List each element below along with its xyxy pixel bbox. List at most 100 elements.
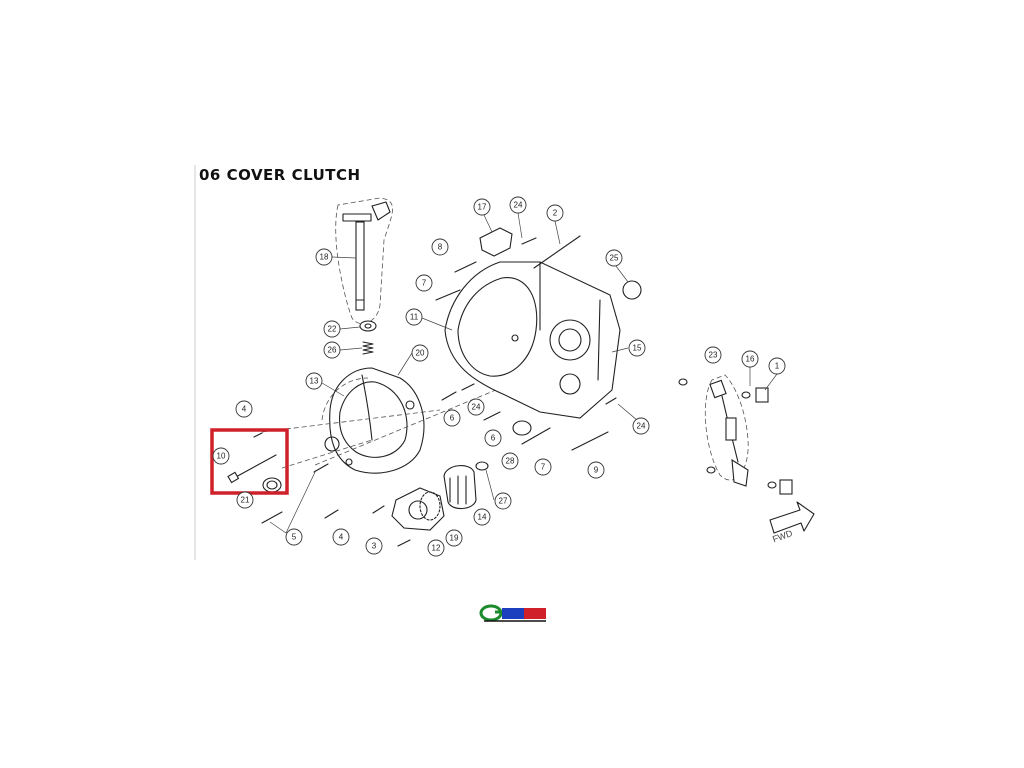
site-logo [479, 604, 546, 622]
callout-7: 7 [534, 458, 552, 476]
oil-filter-assembly [391, 461, 495, 531]
callout-circle [768, 357, 786, 375]
callout-27: 27 [494, 492, 512, 510]
callout-19: 19 [445, 529, 463, 547]
callout-number: 26 [328, 346, 337, 355]
alignment-lines [261, 379, 521, 469]
callout-23: 23 [704, 346, 722, 364]
callout-number: 9 [594, 466, 599, 475]
callout-circle [405, 308, 423, 326]
callout-number: 7 [422, 279, 427, 288]
callout-circle [509, 196, 527, 214]
callout-number: 12 [432, 544, 441, 553]
callout-26: 26 [323, 341, 341, 359]
callout-circle [628, 339, 646, 357]
oil-line-assembly [678, 366, 793, 495]
callout-7: 7 [415, 274, 433, 292]
callout-number: 4 [339, 533, 344, 542]
callout-2: 2 [546, 204, 564, 222]
callout-22: 22 [323, 320, 341, 338]
callout-number: 7 [541, 463, 546, 472]
callout-number: 6 [491, 434, 496, 443]
callout-12: 12 [427, 539, 445, 557]
callout-number: 8 [438, 243, 443, 252]
callout-circle [323, 320, 341, 338]
callout-18: 18 [315, 248, 333, 266]
callout-6: 6 [443, 409, 461, 427]
callout-5: 5 [285, 528, 303, 546]
outer-clutch-cover [324, 352, 425, 474]
callout-number: 24 [514, 201, 523, 210]
callout-number: 16 [746, 355, 755, 364]
callout-circle [445, 529, 463, 547]
callout-circle [704, 346, 722, 364]
washer-spring [339, 320, 377, 355]
callout-circle [501, 452, 519, 470]
callout-layer: 1234456677891011121314151617181920212223… [212, 196, 786, 557]
callout-15: 15 [628, 339, 646, 357]
callout-circle [365, 537, 383, 555]
callout-number: 6 [450, 414, 455, 423]
callout-10: 10 [212, 447, 230, 465]
callout-circle [212, 447, 230, 465]
callout-number: 21 [241, 496, 250, 505]
callout-circle [741, 350, 759, 368]
callout-4: 4 [235, 400, 253, 418]
callout-circle [427, 539, 445, 557]
callout-circle [473, 508, 491, 526]
callout-13: 13 [305, 372, 323, 390]
callout-circle [411, 344, 429, 362]
callout-3: 3 [365, 537, 383, 555]
callout-number: 2 [553, 209, 558, 218]
callout-circle [236, 491, 254, 509]
callout-number: 24 [637, 422, 646, 431]
callout-circle [494, 492, 512, 510]
callout-circle [467, 398, 485, 416]
callout-24: 24 [632, 417, 650, 435]
callout-circle [323, 341, 341, 359]
callout-number: 5 [292, 533, 297, 542]
callout-number: 14 [478, 513, 487, 522]
callout-number: 24 [472, 403, 481, 412]
callout-circle [587, 461, 605, 479]
callout-number: 10 [217, 452, 226, 461]
callout-17: 17 [473, 198, 491, 216]
callout-circle [546, 204, 564, 222]
callout-circle [235, 400, 253, 418]
diagram-title: 06 COVER CLUTCH [199, 166, 361, 184]
callout-number: 13 [310, 377, 319, 386]
crankcase-cover [421, 261, 629, 419]
callout-9: 9 [587, 461, 605, 479]
callout-24: 24 [467, 398, 485, 416]
callout-14: 14 [473, 508, 491, 526]
callout-circle [431, 238, 449, 256]
callout-number: 28 [506, 457, 515, 466]
callout-28: 28 [501, 452, 519, 470]
callout-number: 20 [416, 349, 425, 358]
callout-16: 16 [741, 350, 759, 368]
callout-6: 6 [484, 429, 502, 447]
callout-number: 23 [709, 351, 718, 360]
callout-circle [632, 417, 650, 435]
callout-circle [605, 249, 623, 267]
callout-number: 19 [450, 534, 459, 543]
cover-gasket [321, 377, 369, 421]
callout-circle [443, 409, 461, 427]
callout-circle [285, 528, 303, 546]
lower-bolts [441, 383, 645, 451]
callout-21: 21 [236, 491, 254, 509]
callout-circle [484, 429, 502, 447]
callout-4: 4 [332, 528, 350, 546]
callout-circle [305, 372, 323, 390]
callout-number: 25 [610, 254, 619, 263]
callout-number: 22 [328, 325, 337, 334]
bolt-10-seal-21 [227, 432, 282, 493]
callout-number: 17 [478, 203, 487, 212]
callout-circle [332, 528, 350, 546]
callout-number: 4 [242, 405, 247, 414]
callout-circle [415, 274, 433, 292]
callout-25: 25 [605, 249, 623, 267]
plug-25 [615, 265, 642, 300]
callout-number: 1 [775, 362, 780, 371]
